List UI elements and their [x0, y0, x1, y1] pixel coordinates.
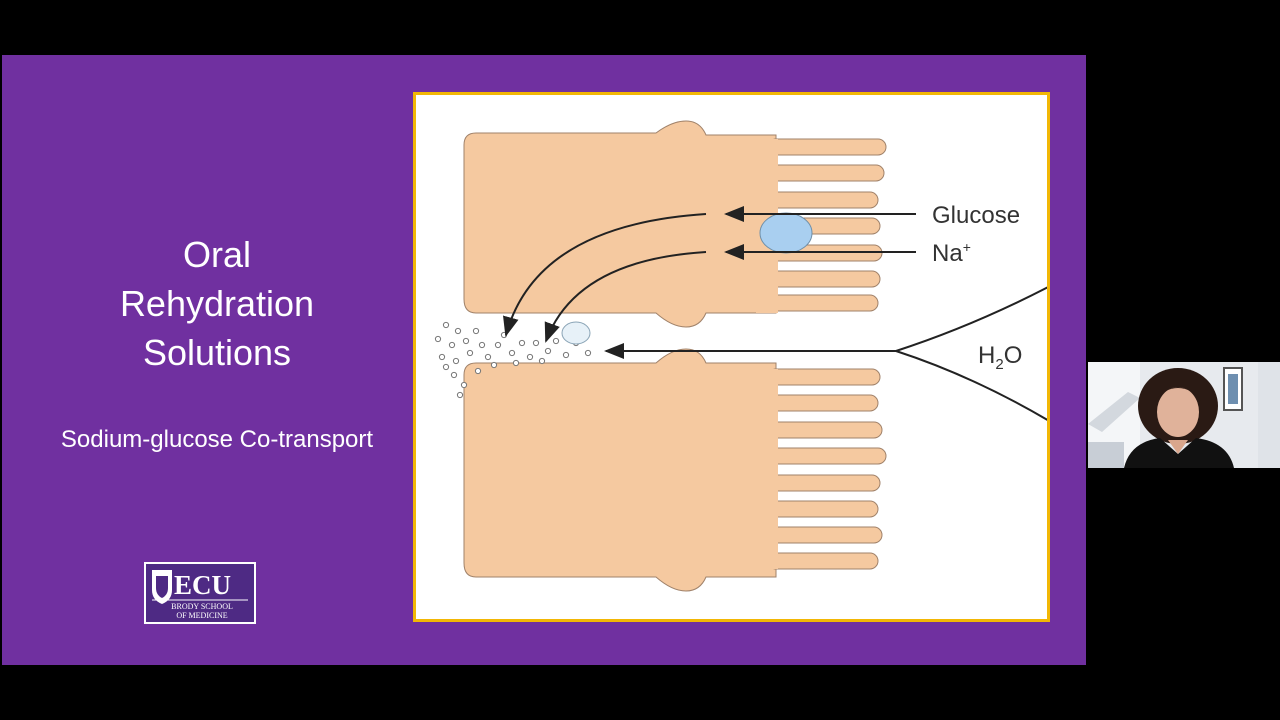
ecu-logo: ECU BRODY SCHOOL OF MEDICINE: [144, 562, 256, 624]
slide-title-line: Oral: [182, 234, 251, 275]
slide: Oral Rehydration Solutions Sodium-glucos…: [2, 55, 1086, 665]
solute-particles: [434, 321, 592, 399]
lower-cell: [463, 348, 887, 592]
logo-main-text: ECU: [174, 570, 231, 600]
slide-title: Oral Rehydration Solutions: [2, 230, 432, 377]
label-sodium: Na+: [932, 239, 971, 267]
logo-sub-line-2: OF MEDICINE: [176, 611, 227, 620]
label-glucose: Glucose: [932, 202, 1020, 229]
transport-arrows: [503, 206, 1047, 421]
label-water: H2O: [978, 342, 1022, 373]
cotransporter-protein: [759, 212, 813, 254]
shield-icon: [152, 570, 172, 604]
upper-cell: [463, 120, 887, 328]
slide-subtitle: Sodium-glucose Co-transport: [60, 426, 374, 453]
vesicle: [561, 321, 591, 345]
logo-sub-line-1: BRODY SCHOOL: [171, 602, 233, 611]
presenter-webcam: [1088, 362, 1280, 468]
diagram-figure: Glucose Na+ H2O: [413, 92, 1050, 622]
presenter-icon: [1124, 368, 1234, 468]
slide-title-line: Solutions: [142, 332, 292, 373]
slide-title-line: Rehydration: [119, 283, 315, 324]
